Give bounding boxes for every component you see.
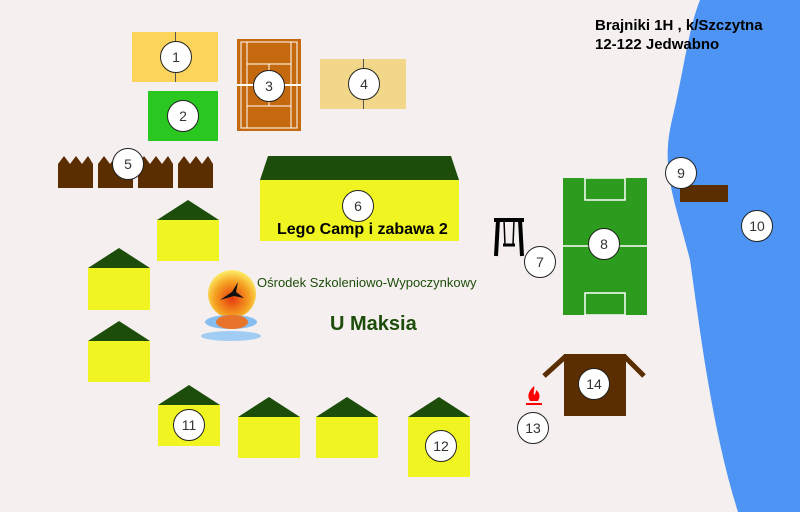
marker-10[interactable]: 10 <box>741 210 773 242</box>
marker-14[interactable]: 14 <box>578 368 610 400</box>
marker-6[interactable]: 6 <box>342 190 374 222</box>
address-line-2: 12-122 Jedwabno <box>595 36 720 53</box>
marker-11[interactable]: 11 <box>173 409 205 441</box>
building-label: Lego Camp i zabawa 2 <box>277 221 448 238</box>
marker-5[interactable]: 5 <box>112 148 144 180</box>
house <box>316 397 378 458</box>
marker-12[interactable]: 12 <box>425 430 457 462</box>
marker-1[interactable]: 1 <box>160 41 192 73</box>
house <box>238 397 300 458</box>
address-line-1: Brajniki 1H , k/Szczytna <box>595 17 763 34</box>
logo-subtitle: Ośrodek Szkoleniowo-Wypoczynkowy <box>257 275 477 290</box>
pier-9 <box>680 185 728 202</box>
house-12 <box>408 397 470 477</box>
house <box>88 321 150 382</box>
logo-sun-icon <box>201 270 261 341</box>
campfire-icon <box>526 386 542 405</box>
swing-icon <box>494 218 524 257</box>
marker-7[interactable]: 7 <box>524 246 556 278</box>
marker-8[interactable]: 8 <box>588 228 620 260</box>
marker-2[interactable]: 2 <box>167 100 199 132</box>
address: Brajniki 1H , k/Szczytna 12-122 Jedwabno <box>595 16 763 54</box>
marker-3[interactable]: 3 <box>253 70 285 102</box>
marker-4[interactable]: 4 <box>348 68 380 100</box>
house <box>157 200 219 261</box>
marker-13[interactable]: 13 <box>517 412 549 444</box>
marker-9[interactable]: 9 <box>665 157 697 189</box>
house <box>88 248 150 310</box>
logo-name: U Maksia <box>330 313 417 335</box>
